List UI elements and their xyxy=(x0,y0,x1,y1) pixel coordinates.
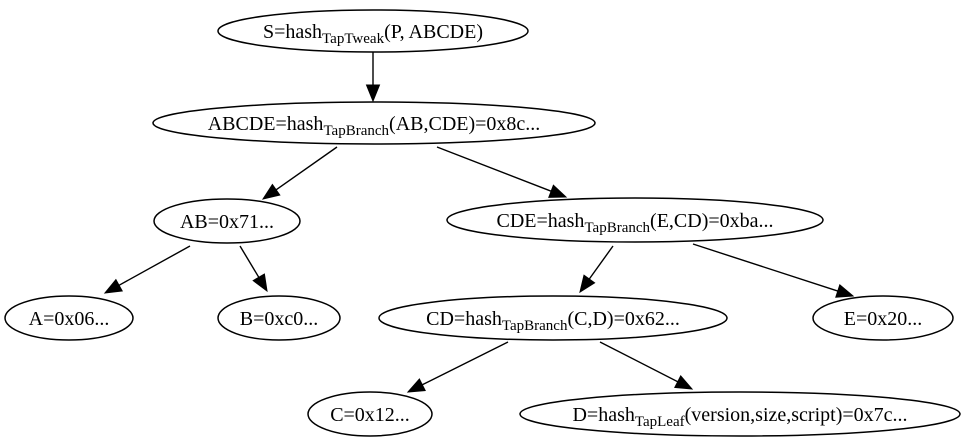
node-cde: CDE=hashTapBranch(E,CD)=0xba... xyxy=(446,197,824,243)
edge-ab-b xyxy=(239,245,268,293)
node-cd-label-post: (C,D)=0x62... xyxy=(567,308,679,330)
node-s-label: S=hashTapTweak(P, ABCDE) xyxy=(263,21,483,47)
node-s-label-sub: TapTweak xyxy=(322,31,385,47)
node-b-label: B=0xc0... xyxy=(240,308,319,330)
node-cde-label-pre: CDE=hash xyxy=(496,210,584,232)
node-cd-label-pre: CD=hash xyxy=(426,308,502,330)
node-s-label-post: (P, ABCDE) xyxy=(384,21,483,43)
node-b: B=0xc0... xyxy=(217,295,341,341)
edge-ab-a xyxy=(103,245,191,294)
node-c-label: C=0x12... xyxy=(330,404,410,426)
edge-cd-c xyxy=(406,341,509,393)
node-d-ellipse xyxy=(519,391,961,437)
node-cde-ellipse xyxy=(446,197,824,243)
node-c: C=0x12... xyxy=(307,391,433,437)
node-cd: CD=hashTapBranch(C,D)=0x62... xyxy=(378,295,728,341)
node-c-ellipse xyxy=(307,391,433,437)
node-abcde-ellipse xyxy=(152,101,596,145)
edge-cde-cd xyxy=(579,245,614,294)
node-b-ellipse xyxy=(217,295,341,341)
node-e: E=0x20... xyxy=(812,295,954,341)
node-cd-label-sub: TapBranch xyxy=(502,318,568,334)
edge-s-abcde xyxy=(365,52,381,103)
node-ab: AB=0x71... xyxy=(153,198,301,244)
node-d-label-sub: TapLeaf xyxy=(635,414,685,430)
node-cde-label-sub: TapBranch xyxy=(584,220,650,236)
node-abcde: ABCDE=hashTapBranch(AB,CDE)=0x8c... xyxy=(152,101,596,145)
node-a-label-pre: A=0x06... xyxy=(29,308,110,330)
edge-abcde-cde xyxy=(436,146,568,198)
node-d-label-post: (version,size,script)=0x7c... xyxy=(685,404,908,426)
node-cde-label: CDE=hashTapBranch(E,CD)=0xba... xyxy=(496,210,773,236)
node-ab-label: AB=0x71... xyxy=(180,211,274,233)
node-a-label: A=0x06... xyxy=(29,308,110,330)
node-abcde-label-pre: ABCDE=hash xyxy=(208,113,324,135)
node-c-label-pre: C=0x12... xyxy=(330,404,410,426)
node-abcde-label-post: (AB,CDE)=0x8c... xyxy=(389,113,540,135)
node-e-ellipse xyxy=(812,295,954,341)
node-cd-label: CD=hashTapBranch(C,D)=0x62... xyxy=(426,308,680,334)
node-cde-label-post: (E,CD)=0xba... xyxy=(650,210,773,232)
node-a: A=0x06... xyxy=(4,295,134,341)
node-abcde-label: ABCDE=hashTapBranch(AB,CDE)=0x8c... xyxy=(208,113,541,139)
node-s: S=hashTapTweak(P, ABCDE) xyxy=(217,9,529,53)
node-d: D=hashTapLeaf(version,size,script)=0x7c.… xyxy=(519,391,961,437)
node-cd-ellipse xyxy=(378,295,728,341)
node-e-label-pre: E=0x20... xyxy=(844,308,923,330)
node-s-ellipse xyxy=(217,9,529,53)
node-d-label: D=hashTapLeaf(version,size,script)=0x7c.… xyxy=(572,404,907,430)
node-e-label: E=0x20... xyxy=(844,308,923,330)
node-a-ellipse xyxy=(4,295,134,341)
node-ab-label-pre: AB=0x71... xyxy=(180,211,274,233)
node-ab-ellipse xyxy=(153,198,301,244)
node-d-label-pre: D=hash xyxy=(572,404,634,426)
node-abcde-label-sub: TapBranch xyxy=(323,123,389,139)
node-s-label-pre: S=hash xyxy=(263,21,322,43)
node-b-label-pre: B=0xc0... xyxy=(240,308,319,330)
edge-cde-e xyxy=(692,243,855,298)
edge-cd-d xyxy=(599,341,694,390)
edge-abcde-ab xyxy=(261,146,338,200)
